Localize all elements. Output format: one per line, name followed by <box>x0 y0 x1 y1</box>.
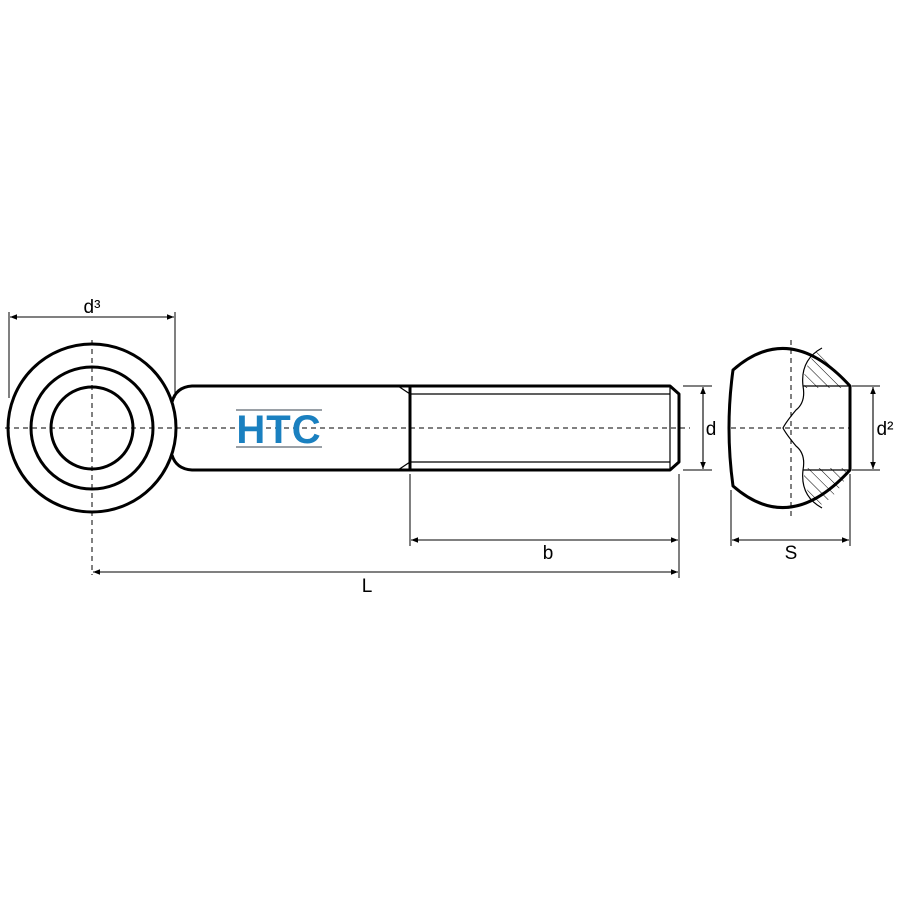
htc-logo-text: HTC <box>236 408 321 452</box>
dimension-d3: d³ <box>8 297 176 398</box>
dimension-b: b <box>409 474 680 578</box>
dimension-L: L <box>93 569 678 597</box>
shank-body <box>170 384 681 472</box>
dimension-d: d <box>683 385 717 471</box>
dimension-label-S: S <box>785 543 798 564</box>
dimension-label-b: b <box>543 543 554 564</box>
side-view-body <box>727 347 852 509</box>
front-view <box>5 340 690 575</box>
dimension-S: S <box>730 474 851 564</box>
dimension-label-L: L <box>362 576 373 597</box>
dimension-label-d2: d² <box>877 419 894 440</box>
htc-logo: HTC <box>236 408 322 452</box>
side-view <box>727 340 852 516</box>
dimension-d2: d² <box>852 385 894 471</box>
dimension-label-d3: d³ <box>84 297 101 318</box>
dimension-label-d: d <box>706 419 717 440</box>
